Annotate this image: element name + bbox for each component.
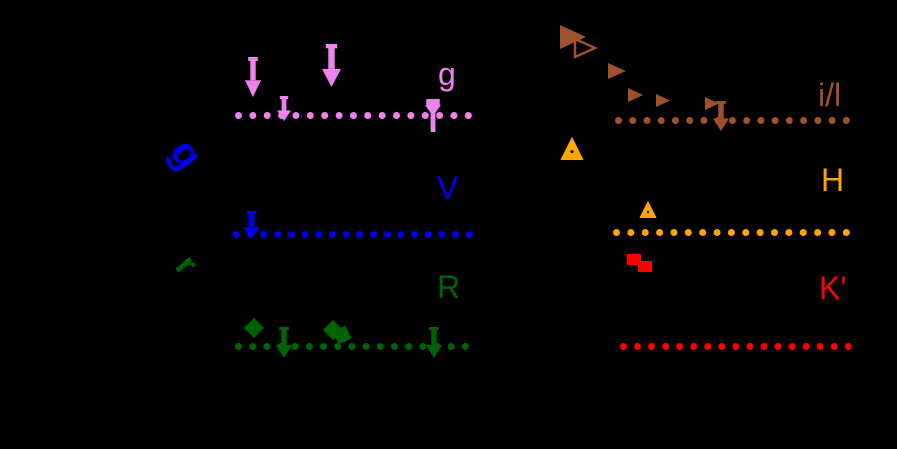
- track-label-track-v: V: [437, 170, 459, 206]
- triangle-h-2: [639, 200, 657, 218]
- triangle-h-1: [560, 136, 584, 160]
- track-line-track-il: [615, 117, 850, 124]
- arrow-down-g-1: [245, 57, 261, 97]
- track-line-track-h: [613, 229, 850, 236]
- triangle-il-3: [608, 63, 626, 79]
- dagger-g-4: [425, 99, 441, 132]
- glyph-r-rotated: r: [167, 247, 206, 283]
- triangle-il-5: [656, 94, 670, 107]
- track-line-track-g: [235, 112, 472, 119]
- track-label-track-k: K': [819, 270, 847, 306]
- triangle-il-6: [705, 97, 719, 110]
- diamond-r-4: [332, 325, 352, 345]
- track-line-track-k: [620, 343, 852, 350]
- arrow-down-r-2: [276, 327, 292, 358]
- arrow-down-g-2: [322, 44, 341, 87]
- triangle-il-4: [628, 88, 643, 102]
- glyph-g-rotated: g: [161, 130, 212, 178]
- track-line-track-r: [235, 343, 469, 350]
- triangle-il-1: [560, 25, 586, 49]
- square-k-2: [638, 261, 652, 272]
- triangle-il-2-outline: [573, 37, 599, 59]
- arrow-down-g-3: [277, 96, 291, 121]
- track-line-track-v: [233, 231, 473, 238]
- track-label-track-r: R: [437, 269, 461, 305]
- diamond-r-1: [244, 318, 264, 338]
- track-label-track-h: H: [821, 162, 845, 198]
- arrow-down-v-1: [243, 211, 260, 239]
- arrow-down-r-5: [426, 327, 442, 358]
- arrow-down-il-7: [713, 101, 729, 131]
- square-k-1: [627, 254, 641, 265]
- track-label-track-g: g: [438, 56, 456, 92]
- track-label-track-il: i/l: [818, 77, 842, 113]
